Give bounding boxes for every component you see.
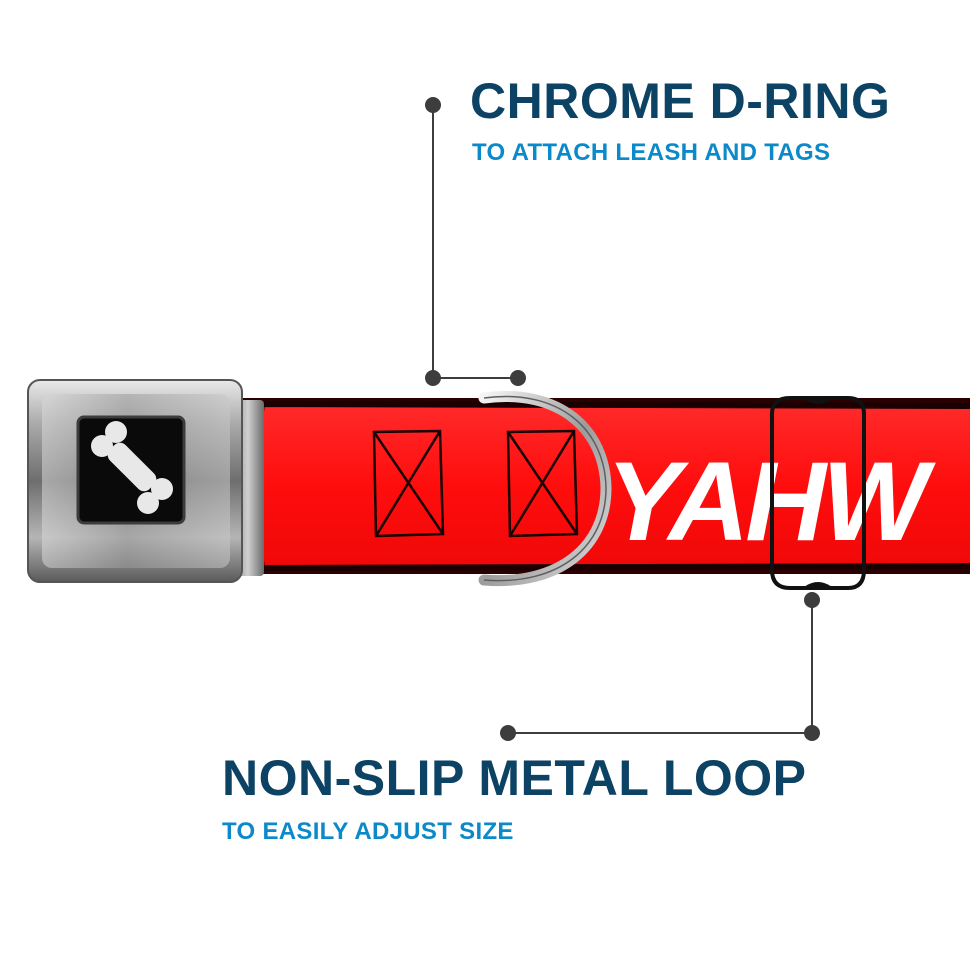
- adjuster-loop[interactable]: [770, 396, 866, 590]
- dring-callout-title: CHROME D-RING: [470, 73, 891, 129]
- stitch-box-2: [506, 429, 579, 538]
- seatbelt-buckle[interactable]: [27, 379, 264, 583]
- dring-pointer: [425, 97, 526, 386]
- loop-callout-title: NON-SLIP METAL LOOP: [222, 750, 807, 806]
- dring-callout-subtitle: TO ATTACH LEASH AND TAGS: [472, 139, 831, 166]
- loop-pointer: [500, 592, 820, 741]
- d-ring[interactable]: [478, 391, 612, 587]
- stitch-box-1: [372, 429, 445, 538]
- bone-icon: [91, 421, 173, 514]
- loop-callout-subtitle: TO EASILY ADJUST SIZE: [222, 818, 514, 845]
